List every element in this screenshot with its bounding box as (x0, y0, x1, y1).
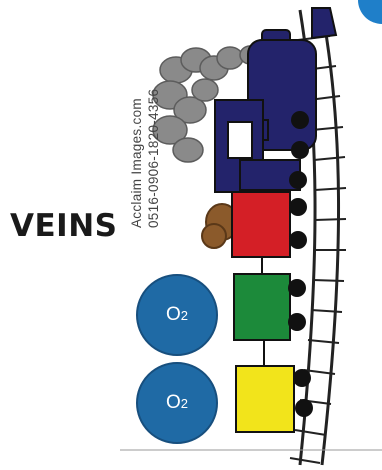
locomotive-wheels (289, 111, 309, 189)
credit-line-1: Acclaim Images.com (128, 8, 145, 228)
corner-accent (352, 0, 382, 30)
oxygen-badge: O2 (136, 362, 218, 444)
locomotive (215, 8, 336, 192)
oxygen-badge: O2 (136, 274, 218, 356)
oxygen-subscript: 2 (181, 308, 188, 323)
oxygen-symbol: O (166, 392, 181, 414)
image-credit: Acclaim Images.com 0516-0906-1820-4356 (128, 8, 168, 228)
credit-line-2: 0516-0906-1820-4356 (145, 8, 162, 228)
oxygen-symbol: O (166, 304, 181, 326)
yellow-car (236, 366, 313, 432)
oxygen-subscript: 2 (181, 396, 188, 411)
green-car (234, 274, 306, 340)
red-car (202, 192, 307, 257)
